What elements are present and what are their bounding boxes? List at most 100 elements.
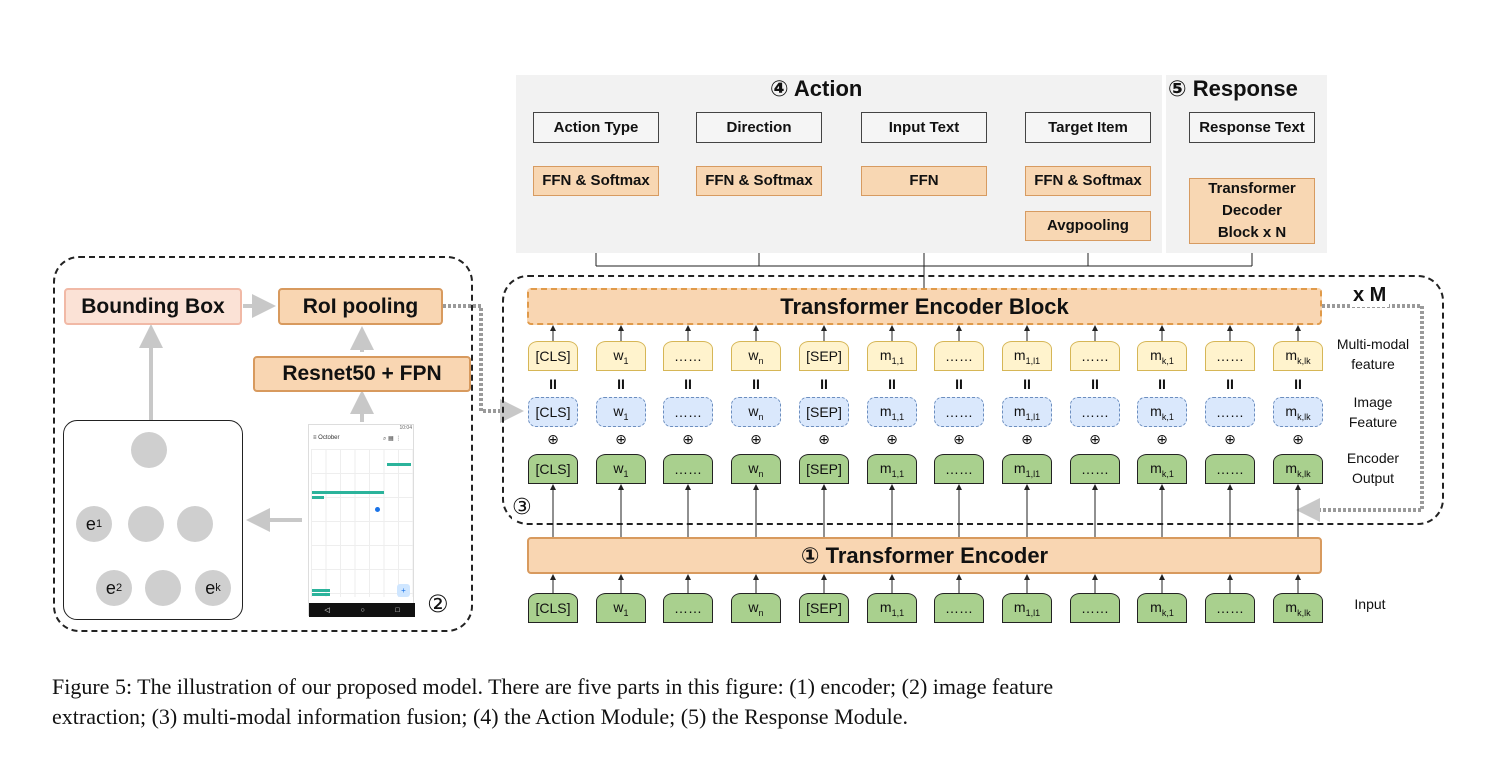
image-token-0: [CLS] [528,397,578,427]
recents-icon: □ [395,606,400,614]
image-token-3: wn [731,397,781,427]
input-token-0: [CLS] [528,593,578,623]
equals-sign: II [684,376,692,392]
equals-sign: II [1023,376,1031,392]
image-token-label: mk,1 [1150,403,1174,422]
input-token-6: …… [934,593,984,623]
image-token-7: m1,l1 [1002,397,1052,427]
image-token-label: …… [1081,404,1109,420]
token-base: …… [945,600,973,616]
response-text-output: Response Text [1189,112,1315,143]
encoder-output-token-11: mk,lk [1273,454,1323,484]
image-token-label: w1 [613,403,628,422]
multimodal-token-label: [SEP] [806,348,842,364]
token-base: m [879,402,892,419]
plus-sign: ⊕ [953,431,965,447]
calendar-event-1 [387,463,411,466]
phone-header-icons: ⌕ ▦ ⋮ [383,436,402,442]
token-base: …… [674,404,702,420]
plus-sign: ⊕ [1292,431,1304,447]
token-base: …… [674,348,702,364]
token-base: m [1013,598,1026,615]
token-base: …… [1216,461,1244,477]
token-base: …… [1081,404,1109,420]
encoder-output-token-label: w1 [613,460,628,479]
token-base: [CLS] [535,600,571,616]
token-sub: 1,l1 [1025,411,1041,422]
multimodal-token-label: w1 [613,347,628,366]
action-type-output: Action Type [533,112,659,143]
token-base: m [1013,346,1026,363]
token-sub: 1,1 [891,607,905,618]
multimodal-token-8: …… [1070,341,1120,371]
encoder-output-token-label: mk,1 [1150,460,1174,479]
image-token-6: …… [934,397,984,427]
token-base: [CLS] [535,404,571,420]
image-token-8: …… [1070,397,1120,427]
target-item-output: Target Item [1025,112,1151,143]
encoder-output-token-2: …… [663,454,713,484]
input-text-head: FFN [861,166,987,196]
input-token-label: mk,1 [1150,599,1174,618]
image-row-label: Image Feature [1325,392,1421,432]
token-sub: k,lk [1297,411,1311,422]
multimodal-token-10: …… [1205,341,1255,371]
figure-caption: Figure 5: The illustration of our propos… [52,672,1472,732]
transformer-encoder: ① Transformer Encoder [527,537,1322,574]
multimodal-token-2: …… [663,341,713,371]
encoder-output-token-label: m1,l1 [1014,460,1040,479]
input-token-label: m1,1 [880,599,904,618]
token-sub: 1 [623,411,629,422]
image-label-1: Image [1353,394,1393,410]
multimodal-token-label: …… [1081,348,1109,364]
plus-sign: ⊕ [1021,431,1033,447]
equals-sign: II [752,376,760,392]
token-sub: n [758,411,764,422]
image-token-label: …… [945,404,973,420]
phone-screenshot: 10:04 ≡ October ⌕ ▦ ⋮ + ◁○□ [308,424,415,617]
token-base: w [613,459,624,476]
token-base: …… [945,461,973,477]
calendar-event-4 [312,589,330,592]
caption-line-1: Figure 5: The illustration of our propos… [52,674,1054,699]
input-token-label: …… [1216,600,1244,616]
ek-label: e [205,577,216,598]
input-token-7: m1,l1 [1002,593,1052,623]
token-base: …… [1216,600,1244,616]
caption-line-2: extraction; (3) multi-modal information … [52,704,909,729]
input-token-label: [SEP] [806,600,842,616]
token-base: w [613,598,624,615]
input-token-label: wn [748,599,763,618]
calendar-grid [311,449,413,597]
token-sub: 1,l1 [1025,355,1041,366]
phone-time: 10:04 [399,425,412,431]
e1-label: e [85,513,96,534]
direction-output: Direction [696,112,822,143]
multimodal-token-1: w1 [596,341,646,371]
tree-inner-node-a [128,506,164,542]
image-token-9: mk,1 [1137,397,1187,427]
token-base: …… [945,348,973,364]
equals-sign: II [955,376,963,392]
image-token-5: m1,1 [867,397,917,427]
response-title: ⑤ Response [1168,76,1298,101]
plus-sign: ⊕ [615,431,627,447]
decoder-line-1: Transformer [1208,180,1296,197]
encoder-output-label-2: Output [1351,470,1395,486]
token-sub: n [758,607,764,618]
input-token-2: …… [663,593,713,623]
image-token-label: [SEP] [806,404,842,420]
token-sub: 1,1 [891,411,905,422]
e2-sub: 2 [115,582,123,594]
token-base: [CLS] [535,461,571,477]
token-base: [CLS] [535,348,571,364]
multimodal-token-label: m1,1 [880,347,904,366]
token-sub: 1 [623,607,629,618]
image-label-2: Feature [1348,414,1398,430]
input-token-1: w1 [596,593,646,623]
image-token-2: …… [663,397,713,427]
encoder-output-token-3: wn [731,454,781,484]
plus-sign: ⊕ [682,431,694,447]
token-base: …… [1081,348,1109,364]
